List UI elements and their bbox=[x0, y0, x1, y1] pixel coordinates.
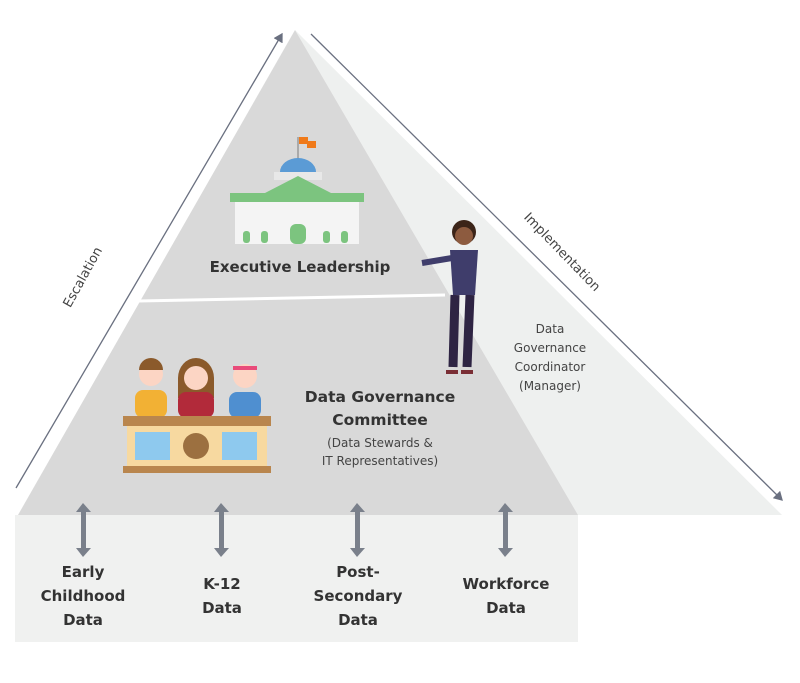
data-source-line: Childhood bbox=[40, 587, 126, 605]
committee-title: Data Governance Committee bbox=[270, 386, 490, 432]
committee-subtitle-line: IT Representatives) bbox=[321, 454, 439, 468]
executive-leadership-title: Executive Leadership bbox=[209, 258, 391, 276]
data-sources-base bbox=[15, 515, 578, 642]
data-source-line: Workforce bbox=[462, 575, 550, 593]
data-source-workforce: Workforce Data bbox=[441, 572, 571, 620]
double-arrow-icon bbox=[214, 503, 229, 557]
implementation-area bbox=[295, 30, 782, 515]
double-arrow-icon bbox=[350, 503, 365, 557]
committee-subtitle-line: (Data Stewards & bbox=[327, 436, 433, 450]
double-arrow-icons bbox=[76, 503, 513, 557]
data-source-line: Data bbox=[202, 599, 242, 617]
coordinator-label: Data Governance Coordinator (Manager) bbox=[495, 320, 605, 396]
committee-subtitle: (Data Stewards & IT Representatives) bbox=[270, 434, 490, 470]
coordinator-line: Coordinator bbox=[514, 360, 586, 374]
implementation-arrow bbox=[310, 33, 783, 501]
double-arrow-icon bbox=[76, 503, 91, 557]
double-arrow-icon bbox=[498, 503, 513, 557]
escalation-arrow bbox=[15, 32, 283, 489]
data-source-line: Data bbox=[338, 611, 378, 629]
data-source-line: Data bbox=[63, 611, 103, 629]
data-source-early-childhood: Early Childhood Data bbox=[18, 560, 148, 632]
committee-members-icon bbox=[123, 358, 271, 473]
data-source-line: Data bbox=[486, 599, 526, 617]
coordinator-line: Governance bbox=[513, 341, 587, 355]
data-source-k12: K-12 Data bbox=[157, 572, 287, 620]
data-source-line: Secondary bbox=[313, 587, 403, 605]
presenter-woman-icon bbox=[421, 220, 478, 374]
committee-title-line: Data Governance bbox=[304, 388, 456, 406]
data-source-line: Early bbox=[61, 563, 105, 581]
coordinator-line: (Manager) bbox=[519, 379, 581, 393]
data-source-line: K-12 bbox=[203, 575, 241, 593]
level-divider bbox=[137, 293, 446, 303]
committee-title-line: Committee bbox=[332, 411, 428, 429]
data-source-post-secondary: Post- Secondary Data bbox=[293, 560, 423, 632]
data-source-line: Post- bbox=[336, 563, 380, 581]
capitol-building-icon bbox=[230, 137, 364, 244]
coordinator-line: Data bbox=[535, 322, 565, 336]
